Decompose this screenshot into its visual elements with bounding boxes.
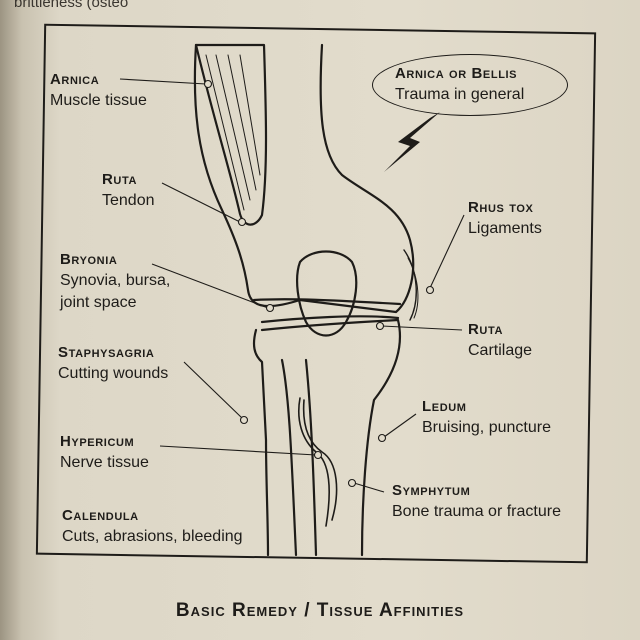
remedy-name: Hypericum	[60, 433, 135, 450]
muscle-outline	[194, 43, 268, 226]
label-bryonia: Bryonia Synovia, bursa, joint space	[60, 250, 200, 313]
tissue-desc: Bruising, puncture	[422, 419, 551, 437]
label-arnica: Arnica Muscle tissue	[50, 70, 147, 112]
remedy-name: Symphytum	[392, 482, 471, 499]
tissue-desc: Cutting wounds	[58, 365, 169, 383]
tissue-desc: Tendon	[102, 192, 155, 210]
remedy-name: Staphysagria	[58, 344, 155, 361]
ligament-outline	[403, 249, 417, 321]
lightning-bolt-icon	[384, 112, 440, 172]
label-symphytum: Symphytum Bone trauma or fracture	[392, 481, 561, 523]
remedy-name: Rhus tox	[468, 199, 534, 216]
label-arnica-or-bellis: Arnica or Bellis Trauma in general	[395, 64, 524, 106]
figure-caption: Basic Remedy / Tissue Affinities	[175, 600, 465, 621]
label-ruta-tendon: Ruta Tendon	[102, 170, 155, 212]
remedy-name: Ledum	[422, 398, 467, 415]
remedy-name: Calendula	[62, 507, 139, 524]
fibula-outline	[280, 358, 318, 557]
trauma-callout-oval	[372, 54, 568, 116]
tissue-desc: Ligaments	[468, 220, 542, 238]
cartilage-outline	[252, 298, 402, 306]
remedy-name: Ruta	[102, 171, 138, 188]
tibia-outline	[252, 318, 402, 557]
label-calendula: Calendula Cuts, abrasions, bleeding	[62, 506, 243, 548]
remedy-name: Arnica or Bellis	[395, 65, 518, 82]
remedy-name: Arnica	[50, 71, 100, 88]
tissue-desc: Nerve tissue	[60, 454, 149, 472]
tissue-desc: Bone trauma or fracture	[392, 503, 561, 521]
tissue-desc: Muscle tissue	[50, 92, 147, 110]
remedy-name: Ruta	[468, 321, 504, 338]
label-rhus-tox: Rhus tox Ligaments	[468, 198, 542, 240]
tissue-desc: Trauma in general	[395, 86, 525, 104]
tissue-desc: Cartilage	[468, 342, 533, 360]
tissue-desc: Synovia, bursa, joint space	[60, 272, 171, 311]
cropped-top-text: brittleness (osteo	[14, 0, 129, 11]
patella-outline	[296, 250, 358, 337]
label-hypericum: Hypericum Nerve tissue	[60, 432, 149, 474]
label-staphysagria: Staphysagria Cutting wounds	[58, 343, 168, 385]
tissue-desc: Cuts, abrasions, bleeding	[62, 528, 243, 546]
label-ruta-cartilage: Ruta Cartilage	[468, 320, 532, 362]
label-ledum: Ledum Bruising, puncture	[422, 397, 551, 439]
remedy-name: Bryonia	[60, 251, 118, 268]
